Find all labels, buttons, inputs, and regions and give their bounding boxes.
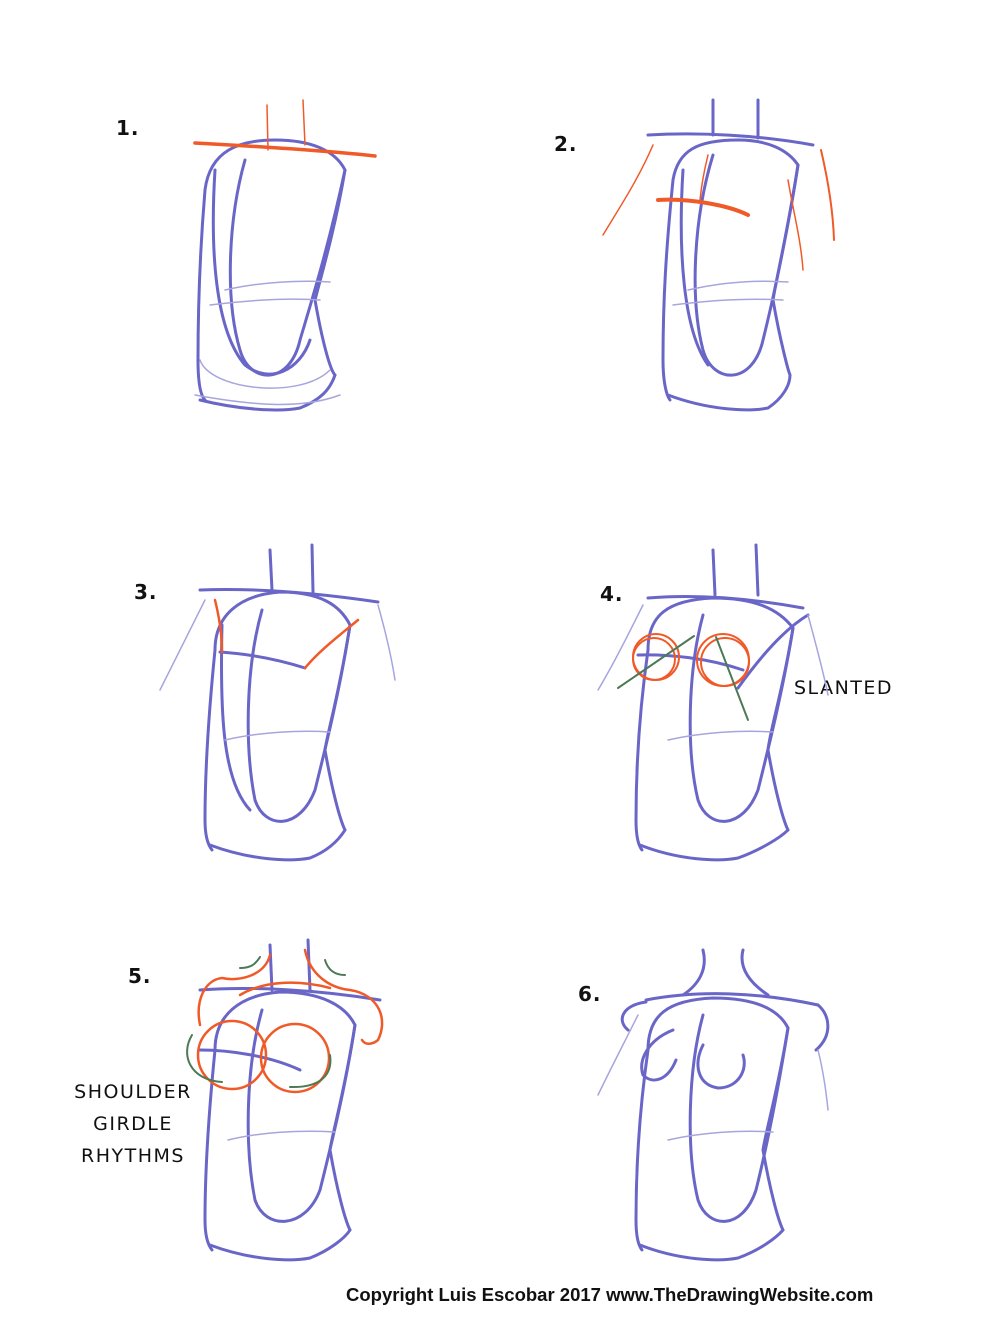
step-6-number: 6.: [578, 982, 602, 1006]
step-6-panel: 6.: [498, 920, 996, 1280]
step-3-panel: 3.: [0, 520, 498, 880]
annotation-line-2: GIRDLE: [93, 1113, 173, 1135]
step-1-number: 1.: [116, 116, 140, 140]
copyright-notice: Copyright Luis Escobar 2017 www.TheDrawi…: [346, 1284, 874, 1305]
step-3-number: 3.: [134, 580, 158, 604]
step-5-panel: 5. SHOULDER GIRDLE RHYTHMS: [0, 920, 498, 1280]
annotation-line-1: SHOULDER: [74, 1081, 192, 1103]
step-2-number: 2.: [554, 132, 578, 156]
step-6-torso-sketch: [597, 948, 830, 1262]
step-3-torso-sketch: [159, 543, 396, 862]
annotation-line-3: RHYTHMS: [81, 1145, 185, 1167]
step-4-panel: 4. SLANTED: [498, 520, 996, 880]
step-2-panel: 2.: [498, 0, 996, 440]
step-1-panel: 1.: [0, 0, 498, 440]
slanted-annotation: SLANTED: [794, 677, 894, 699]
step-2-torso-sketch: [602, 98, 835, 412]
step-5-number: 5.: [128, 964, 152, 988]
step-4-number: 4.: [600, 582, 624, 606]
step-1-torso-sketch: [193, 99, 377, 412]
step-4-torso-sketch: [597, 543, 829, 862]
shoulder-girdle-rhythms-annotation: SHOULDER GIRDLE RHYTHMS: [58, 1076, 208, 1172]
step-5-torso-sketch: [186, 938, 384, 1262]
